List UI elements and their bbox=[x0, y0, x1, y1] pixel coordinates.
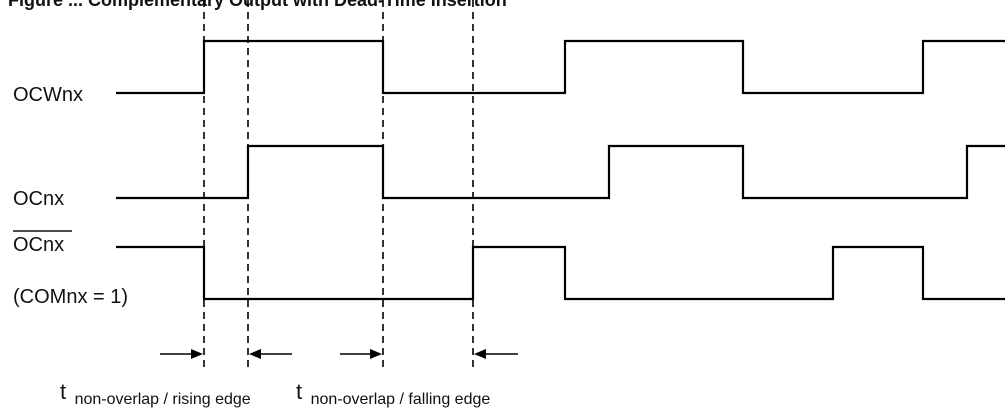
waveform-ocnx bbox=[116, 144, 1005, 200]
timing-label-rising: t non-overlap / rising edge bbox=[60, 379, 251, 408]
timing-label-rising-t: t bbox=[60, 379, 66, 404]
arrow-falling-left-head bbox=[370, 349, 382, 359]
timing-label-falling-t: t bbox=[296, 379, 302, 404]
waveform-ocnx-bar bbox=[116, 245, 1005, 301]
signal-label-ocnx: OCnx bbox=[13, 188, 64, 210]
figure-title: Figure ... Complementary Output with Dea… bbox=[8, 0, 507, 10]
timing-label-falling: t non-overlap / falling edge bbox=[296, 379, 490, 408]
signal-label-ocwnx: OCWnx bbox=[13, 84, 83, 106]
timing-label-rising-subscript: non-overlap / rising edge bbox=[75, 391, 251, 408]
waveform-ocwnx bbox=[116, 39, 1005, 95]
signal-label-comnx-condition: (COMnx = 1) bbox=[13, 286, 128, 308]
arrow-rising-right-head bbox=[249, 349, 261, 359]
signal-label-ocnx-bar: OCnx bbox=[13, 234, 64, 256]
arrow-falling-right-head bbox=[474, 349, 486, 359]
arrow-rising-left-head bbox=[191, 349, 203, 359]
timing-label-falling-subscript: non-overlap / falling edge bbox=[311, 391, 491, 408]
